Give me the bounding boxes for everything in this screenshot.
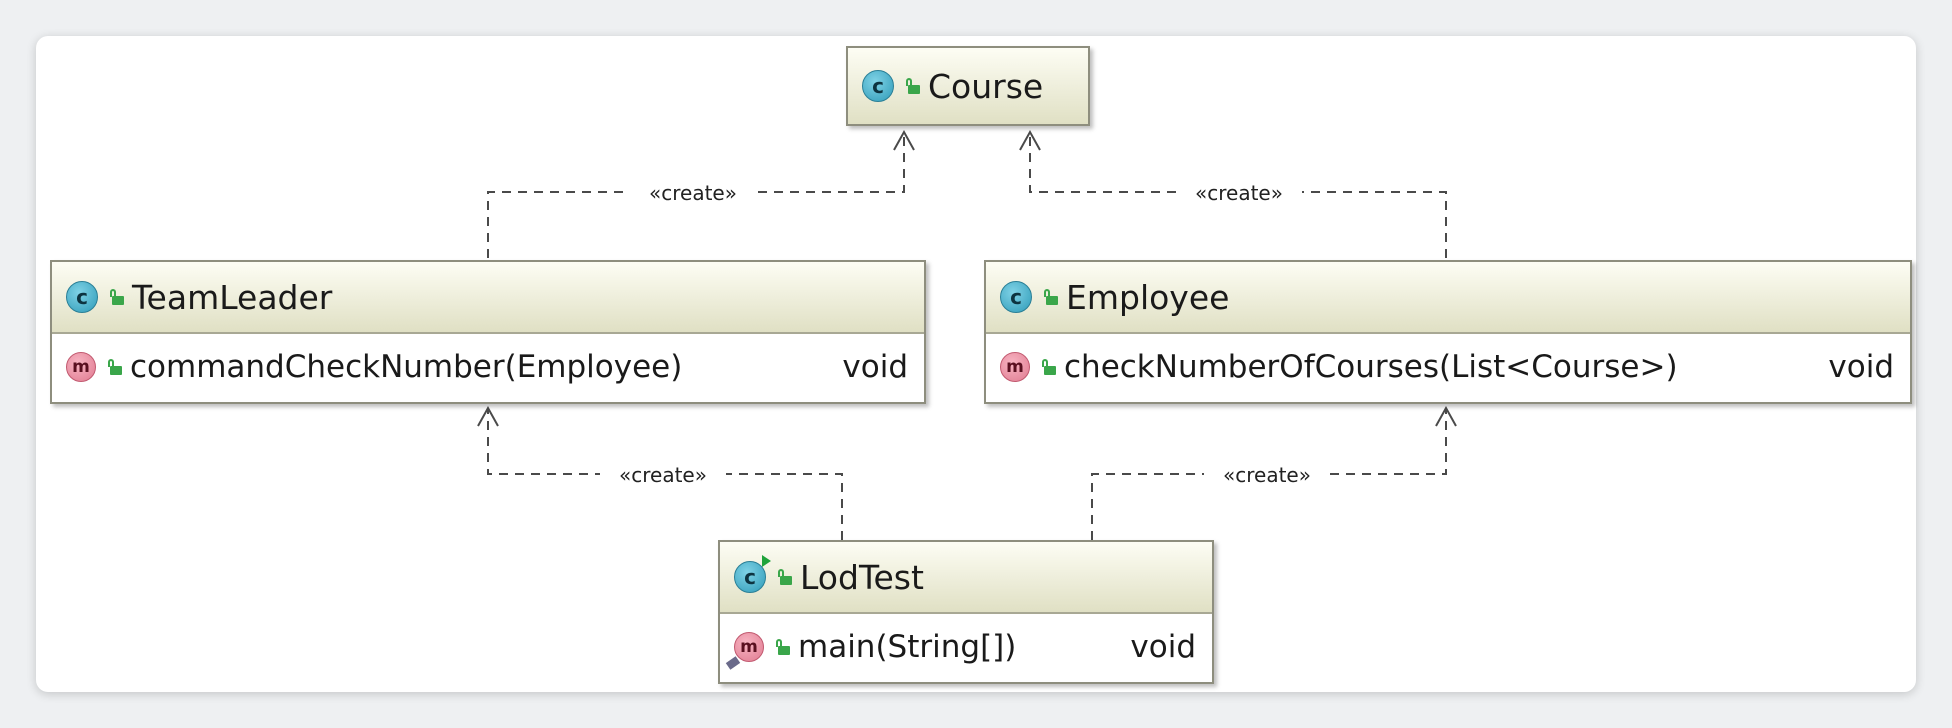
method-signature: checkNumberOfCourses(List<Course>) — [1064, 349, 1678, 385]
relation-stereotype: «create» — [619, 463, 707, 487]
relation-employee-course[interactable]: «create» — [1019, 129, 1447, 258]
method-return-type: void — [1130, 629, 1196, 665]
class-header: c TeamLeader — [52, 262, 924, 334]
public-visibility-icon — [906, 78, 920, 94]
class-icon: c — [1000, 281, 1032, 313]
class-name: LodTest — [800, 557, 924, 597]
method-signature: main(String[]) — [798, 629, 1017, 665]
static-method-icon: m — [725, 632, 764, 670]
method-return-type: void — [1828, 349, 1894, 385]
class-icon: c — [66, 281, 98, 313]
class-employee[interactable]: c Employee m checkNumberOfCourses(List<C… — [984, 260, 1912, 404]
public-visibility-icon — [108, 359, 122, 375]
class-name: Course — [928, 66, 1044, 106]
public-visibility-icon — [110, 289, 124, 305]
relation-lodtest-teamleader[interactable]: «create» — [477, 405, 843, 540]
run-marker-icon — [762, 555, 771, 567]
method-signature: commandCheckNumber(Employee) — [130, 349, 683, 385]
relation-stereotype: «create» — [649, 181, 737, 205]
public-visibility-icon — [1042, 359, 1056, 375]
public-visibility-icon — [1044, 289, 1058, 305]
relation-stereotype: «create» — [1195, 181, 1283, 205]
public-visibility-icon — [776, 639, 790, 655]
class-icon: c — [862, 70, 894, 102]
relation-lodtest-employee[interactable]: «create» — [1091, 405, 1457, 540]
static-marker-icon — [725, 656, 741, 670]
method-icon: m — [1000, 352, 1030, 382]
relation-teamleader-course[interactable]: «create» — [487, 129, 915, 258]
public-visibility-icon — [778, 569, 792, 585]
method-row[interactable]: m checkNumberOfCourses(List<Course>) voi… — [986, 334, 1910, 400]
class-teamleader[interactable]: c TeamLeader m commandCheckNumber(Employ… — [50, 260, 926, 404]
class-lodtest[interactable]: c LodTest m main(String[]) void — [718, 540, 1214, 684]
runnable-class-icon: c — [734, 555, 771, 593]
class-name: Employee — [1066, 277, 1230, 317]
relation-stereotype: «create» — [1223, 463, 1311, 487]
method-row[interactable]: m commandCheckNumber(Employee) void — [52, 334, 924, 400]
class-header: c LodTest — [720, 542, 1212, 614]
method-icon: m — [66, 352, 96, 382]
class-name: TeamLeader — [132, 277, 333, 317]
method-row[interactable]: m main(String[]) void — [720, 614, 1212, 680]
class-course[interactable]: c Course — [846, 46, 1090, 126]
class-header: c Course — [848, 48, 1088, 124]
class-header: c Employee — [986, 262, 1910, 334]
method-return-type: void — [842, 349, 908, 385]
